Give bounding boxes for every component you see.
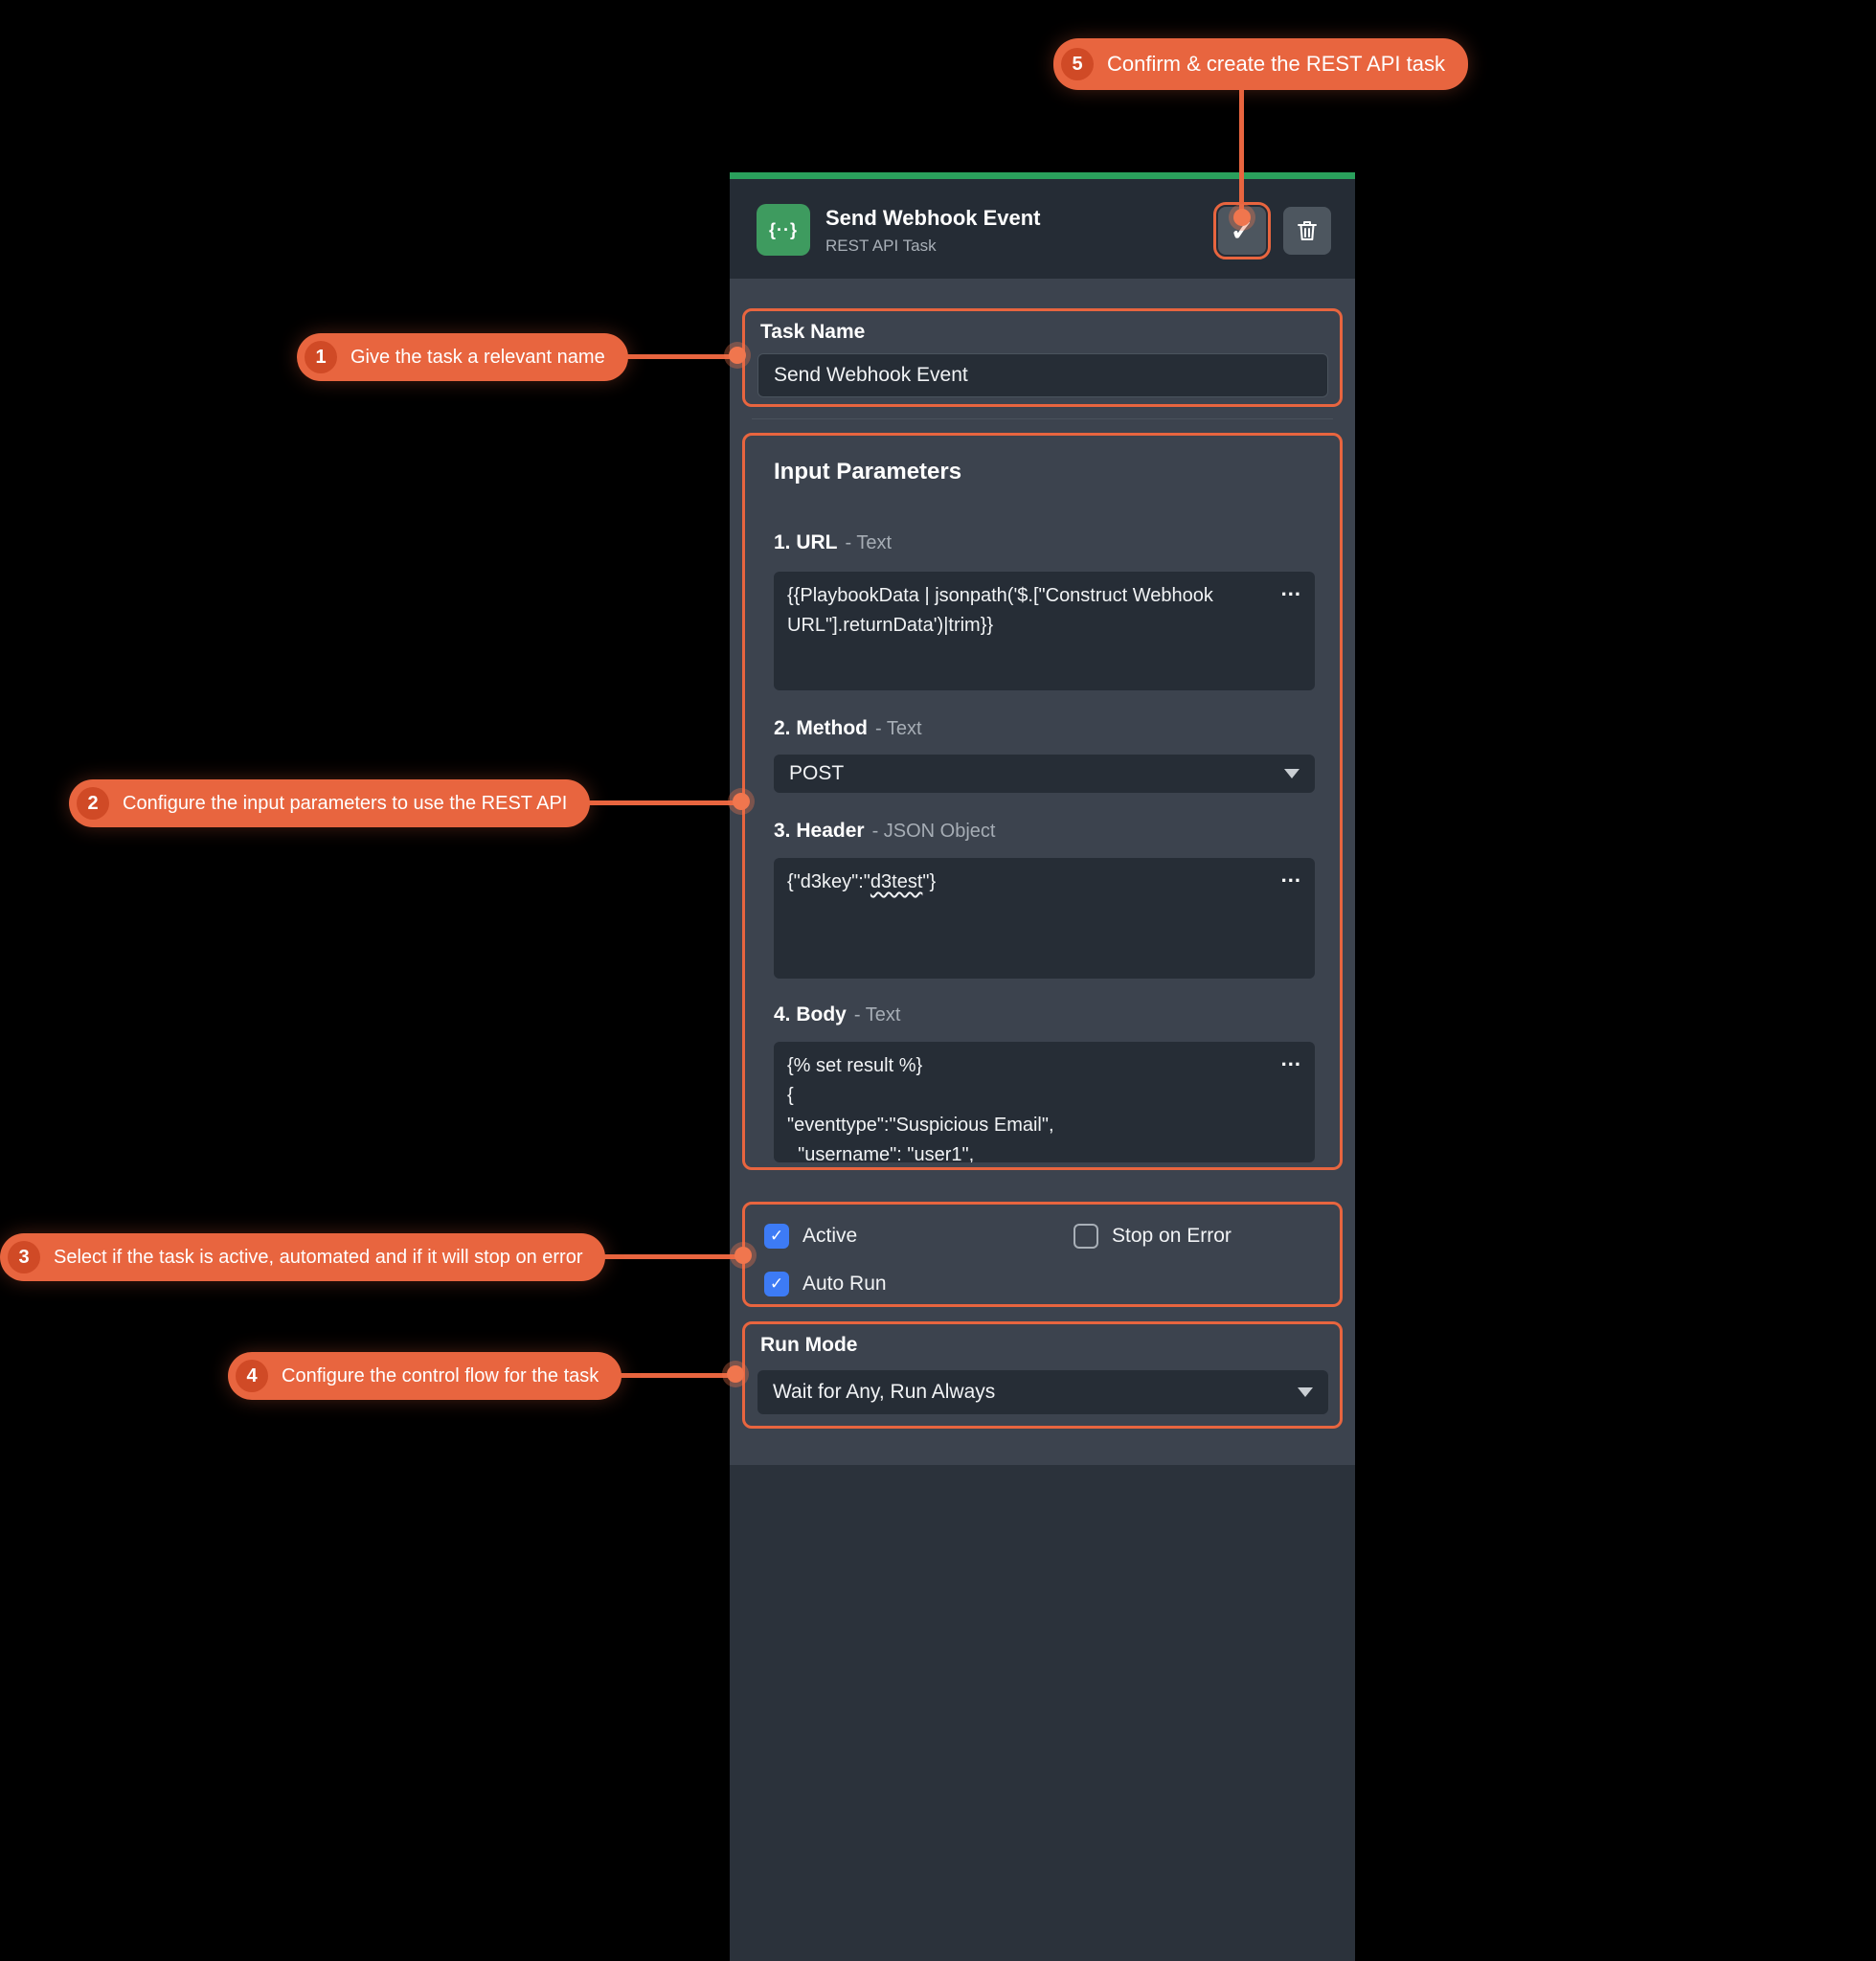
input-parameters-section: Input Parameters 1. URL- Text {{Playbook… <box>742 433 1343 1170</box>
input-parameters-title: Input Parameters <box>774 459 962 485</box>
checkmark-icon: ✓ <box>769 1227 784 1245</box>
callout-4-text: Configure the control flow for the task <box>282 1364 599 1386</box>
header-value: {"d3key":"d3test"} <box>787 871 937 892</box>
callout-5: 5 Confirm & create the REST API task <box>1053 38 1468 90</box>
divider <box>752 418 1333 419</box>
body-field-label: 4. Body- Text <box>774 1003 901 1026</box>
method-select[interactable]: POST <box>774 755 1315 793</box>
url-value: {{PlaybookData | jsonpath('$.["Construct… <box>787 585 1219 636</box>
method-field-label: 2. Method- Text <box>774 717 922 739</box>
callout-5-dot <box>1233 209 1251 226</box>
callout-5-number: 5 <box>1061 48 1094 80</box>
body-expand-button[interactable]: ... <box>1280 1047 1301 1071</box>
header-field-label: 3. Header- JSON Object <box>774 820 996 842</box>
stop-on-error-option: Stop on Error <box>1074 1224 1232 1249</box>
braces-icon: {··} <box>769 219 798 239</box>
callout-3: 3 Select if the task is active, automate… <box>0 1233 606 1281</box>
panel-top-accent <box>730 172 1355 179</box>
auto-run-checkbox[interactable]: ✓ <box>764 1272 789 1296</box>
active-option: ✓ Active <box>764 1224 857 1249</box>
callout-1-number: 1 <box>305 341 337 373</box>
callout-2-number: 2 <box>77 787 109 820</box>
stop-on-error-checkbox[interactable] <box>1074 1224 1098 1249</box>
auto-run-option: ✓ Auto Run <box>764 1272 887 1296</box>
task-type-label: REST API Task <box>825 237 937 255</box>
task-options-section: ✓ Active Stop on Error ✓ Auto Run <box>742 1202 1343 1307</box>
task-config-panel: {··} Send Webhook Event REST API Task ✓ … <box>730 172 1355 1961</box>
body-input[interactable]: {% set result %} { "eventtype":"Suspicio… <box>774 1042 1315 1162</box>
url-input[interactable]: {{PlaybookData | jsonpath('$.["Construct… <box>774 572 1315 690</box>
task-title: Send Webhook Event <box>825 206 1041 230</box>
method-value: POST <box>789 762 845 784</box>
task-name-input[interactable]: Send Webhook Event <box>757 353 1328 397</box>
chevron-down-icon <box>1284 769 1300 778</box>
stop-on-error-label: Stop on Error <box>1112 1225 1232 1247</box>
task-name-section: Task Name Send Webhook Event <box>742 308 1343 407</box>
callout-2-dot <box>733 793 750 810</box>
rest-api-task-icon: {··} <box>757 204 810 256</box>
callout-5-connector <box>1239 77 1244 217</box>
run-mode-label: Run Mode <box>760 1334 858 1356</box>
panel-footer <box>730 1465 1355 1961</box>
callout-3-number: 3 <box>8 1241 40 1274</box>
active-label: Active <box>802 1225 858 1247</box>
callout-3-dot <box>735 1247 752 1264</box>
auto-run-label: Auto Run <box>802 1273 887 1295</box>
callout-1-dot <box>729 347 746 364</box>
url-field-label: 1. URL- Text <box>774 531 893 553</box>
callout-1-text: Give the task a relevant name <box>350 346 605 368</box>
delete-task-button[interactable] <box>1283 207 1331 255</box>
url-expand-button[interactable]: ... <box>1280 576 1301 600</box>
run-mode-section: Run Mode Wait for Any, Run Always <box>742 1321 1343 1429</box>
trash-icon <box>1298 221 1317 240</box>
run-mode-value: Wait for Any, Run Always <box>773 1381 996 1403</box>
header-expand-button[interactable]: ... <box>1280 863 1301 887</box>
panel-header: {··} Send Webhook Event REST API Task ✓ <box>730 179 1355 279</box>
callout-3-text: Select if the task is active, automated … <box>54 1246 583 1268</box>
callout-4-dot <box>727 1365 744 1383</box>
panel-content: Task Name Send Webhook Event Input Param… <box>730 279 1355 1465</box>
callout-2-text: Configure the input parameters to use th… <box>123 792 568 814</box>
chevron-down-icon <box>1298 1387 1313 1397</box>
task-name-label: Task Name <box>760 321 866 343</box>
checkmark-icon: ✓ <box>769 1274 784 1293</box>
body-value: {% set result %} { "eventtype":"Suspicio… <box>787 1055 1054 1162</box>
run-mode-select[interactable]: Wait for Any, Run Always <box>757 1370 1328 1414</box>
callout-2: 2 Configure the input parameters to use … <box>69 779 591 827</box>
task-name-value: Send Webhook Event <box>774 364 968 386</box>
callout-5-text: Confirm & create the REST API task <box>1107 52 1445 76</box>
header-input[interactable]: {"d3key":"d3test"} ... <box>774 858 1315 979</box>
callout-4: 4 Configure the control flow for the tas… <box>228 1352 622 1400</box>
callout-4-number: 4 <box>236 1360 268 1392</box>
active-checkbox[interactable]: ✓ <box>764 1224 789 1249</box>
callout-1: 1 Give the task a relevant name <box>297 333 628 381</box>
